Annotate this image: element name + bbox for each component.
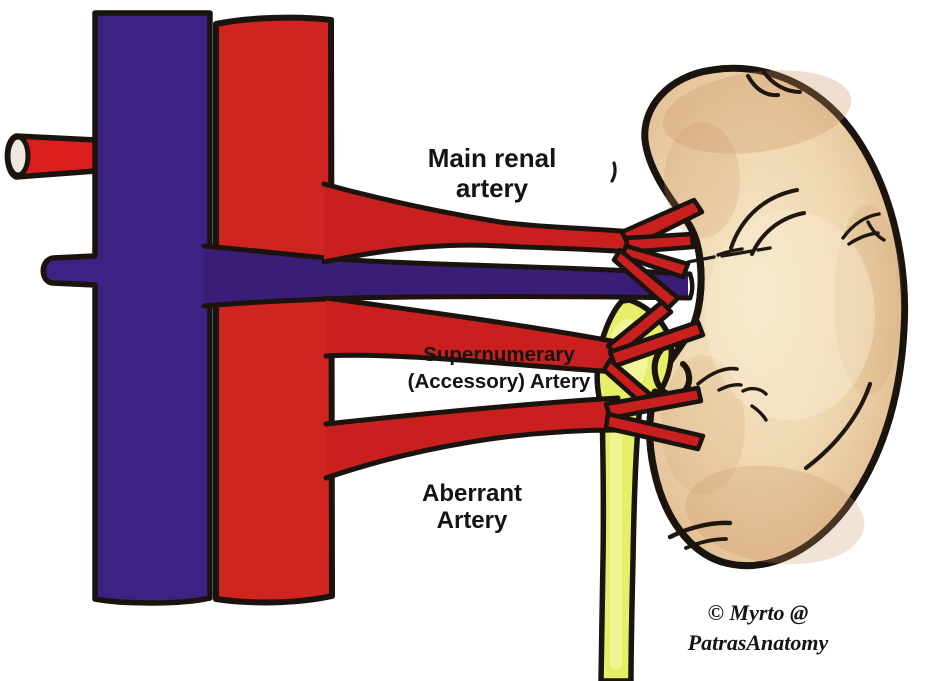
- label-supernumerary-artery-line2: (Accessory) Artery: [407, 370, 591, 393]
- aberrant-polar-branches: [603, 385, 706, 452]
- ureter-highlight: [610, 420, 622, 670]
- aberrant-artery: [323, 385, 706, 481]
- attribution-credit: © Myrto @ PatrasAnatomy: [648, 598, 868, 658]
- label-main-renal-artery-line1: Main renal: [427, 143, 557, 173]
- inferior-vena-cava: [40, 10, 213, 606]
- main-renal-artery: [321, 181, 705, 311]
- label-aberrant-artery: Aberrant Artery: [368, 480, 576, 534]
- label-supernumerary-artery: Supernumerary (Accessory) Artery: [383, 341, 615, 395]
- label-aberrant-artery-line1: Aberrant: [421, 480, 523, 507]
- kidney: [610, 64, 909, 569]
- supernumerary-artery: [323, 295, 706, 406]
- attribution-line2: PatrasAnatomy: [687, 630, 829, 655]
- aorta: [213, 14, 335, 606]
- label-main-renal-artery: Main renal artery: [378, 143, 606, 203]
- main-artery-hilar-branches: [611, 197, 705, 311]
- label-aberrant-artery-line2: Artery: [436, 507, 508, 534]
- label-supernumerary-artery-line1: Supernumerary: [423, 343, 575, 366]
- attribution-line1: © Myrto @: [707, 600, 809, 625]
- supernumerary-hilar-branches: [601, 299, 706, 406]
- retro-caval-artery-stub: [4, 133, 99, 180]
- label-main-renal-artery-line2: artery: [455, 173, 529, 203]
- kidney-body: [641, 64, 909, 569]
- small-tick-mark: [610, 161, 617, 183]
- stub-open-lumen: [5, 134, 31, 178]
- kidney-sketch-lines: [667, 70, 886, 550]
